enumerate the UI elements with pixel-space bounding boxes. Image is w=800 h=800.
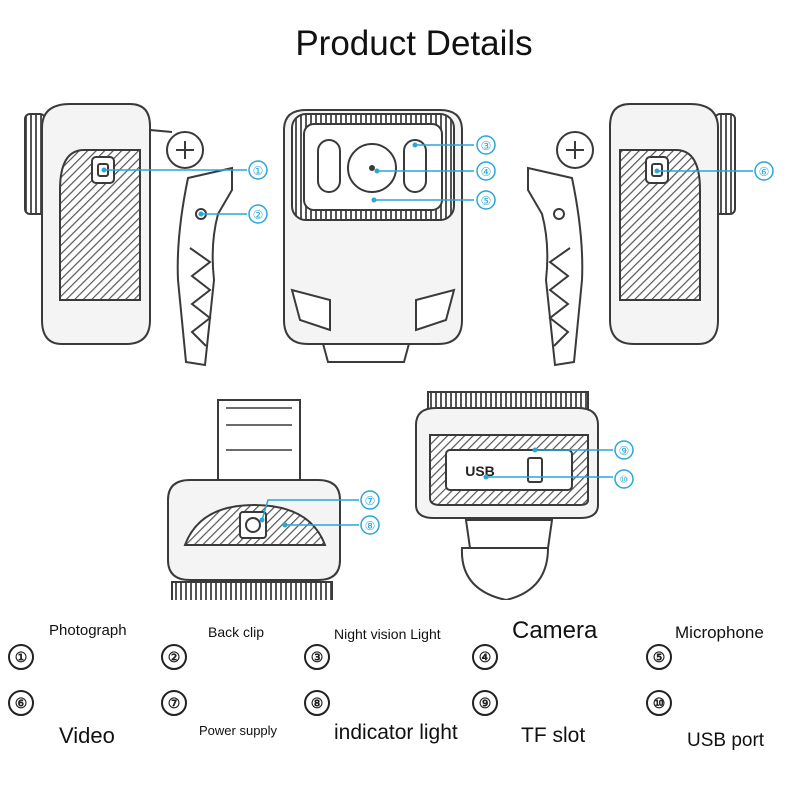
callout-2: ② (198, 204, 268, 224)
legend-label-2: Back clip (208, 624, 265, 640)
callout-3: ③ (412, 135, 496, 155)
page-title: Product Details (295, 24, 533, 63)
legend-number-4: ④ (472, 644, 498, 670)
product-diagram: ① ② ③ (24, 103, 774, 600)
legend-number-8: ⑧ (304, 690, 330, 716)
callout-4: ④ (374, 161, 496, 181)
legend-label-9: TF slot (521, 724, 586, 747)
svg-text:⑤: ⑤ (481, 194, 492, 208)
legend-number-9: ⑨ (472, 690, 498, 716)
legend-number-6: ⑥ (8, 690, 34, 716)
top-view-clip (217, 399, 301, 481)
night-light-right (403, 139, 427, 193)
front-view (283, 109, 463, 363)
callout-6: ⑥ (654, 161, 774, 181)
legend-label-8: indicator light (334, 721, 458, 744)
tf-slot (527, 457, 543, 483)
legend-label-5: Microphone (675, 623, 764, 642)
legend-number-5: ⑤ (646, 644, 672, 670)
night-light-left (317, 139, 341, 193)
callout-5: ⑤ (371, 190, 496, 210)
legend-number-1: ① (8, 644, 34, 670)
callout-8: ⑧ (282, 515, 380, 535)
legend-label-10: USB port (687, 730, 765, 751)
svg-text:④: ④ (481, 165, 492, 179)
svg-text:②: ② (253, 208, 264, 222)
callout-9: ⑨ (532, 440, 634, 460)
legend-number-10: ⑩ (646, 690, 672, 716)
svg-text:⑩: ⑩ (620, 475, 629, 486)
legend-label-6: Video (59, 723, 115, 748)
svg-text:③: ③ (481, 139, 492, 153)
legend-number-2: ② (161, 644, 187, 670)
legend-label-3: Night vision Light (334, 626, 441, 642)
top-view (167, 399, 341, 600)
svg-text:⑧: ⑧ (365, 519, 376, 533)
right-side-view (527, 103, 736, 367)
svg-text:⑥: ⑥ (759, 165, 770, 179)
bottom-view (415, 391, 599, 600)
top-view-grip (171, 581, 333, 600)
legend-label-1: Photograph (49, 622, 127, 639)
bottom-view-clip (460, 547, 550, 600)
callout-7: ⑦ (259, 490, 380, 523)
callout-1: ① (101, 160, 268, 180)
left-side-view (24, 103, 233, 367)
left-view-hatch (59, 149, 141, 301)
svg-text:①: ① (253, 164, 264, 178)
right-view-hatch (619, 149, 701, 301)
legend-number-7: ⑦ (161, 690, 187, 716)
svg-text:⑨: ⑨ (619, 444, 630, 458)
callout-10: ⑩ (483, 469, 634, 489)
legend-label-4: Camera (512, 617, 598, 644)
svg-text:⑦: ⑦ (365, 494, 376, 508)
legend-number-3: ③ (304, 644, 330, 670)
legend-label-7: Power supply (199, 723, 278, 738)
